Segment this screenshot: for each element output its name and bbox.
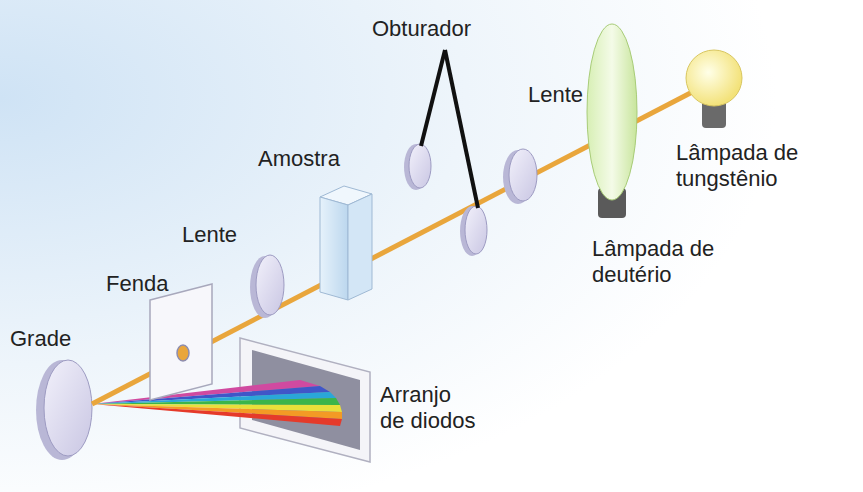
sample-cuvette bbox=[320, 186, 372, 300]
slit-hole bbox=[177, 345, 189, 361]
deuterium-lamp bbox=[587, 24, 637, 200]
part-label: Fenda bbox=[106, 271, 186, 297]
part-label: Lâmpada de tungstênio bbox=[676, 140, 826, 192]
part-label: Obturador bbox=[372, 16, 532, 42]
part-label: Arranjo de diodos bbox=[380, 382, 478, 434]
part-label: Lente bbox=[182, 222, 262, 248]
lens bbox=[256, 255, 284, 315]
leader-line bbox=[421, 50, 445, 146]
part-label: Amostra bbox=[258, 146, 368, 172]
part-label: Lâmpada de deutério bbox=[592, 236, 742, 288]
slit-plate bbox=[150, 284, 212, 400]
shutter bbox=[465, 206, 487, 254]
part-label: Lente bbox=[528, 82, 608, 108]
tungsten-lamp bbox=[686, 50, 742, 106]
shutter bbox=[409, 144, 431, 188]
lens bbox=[509, 149, 537, 201]
leader-line bbox=[445, 50, 478, 208]
grating bbox=[44, 360, 92, 456]
part-label: Grade bbox=[10, 326, 90, 352]
